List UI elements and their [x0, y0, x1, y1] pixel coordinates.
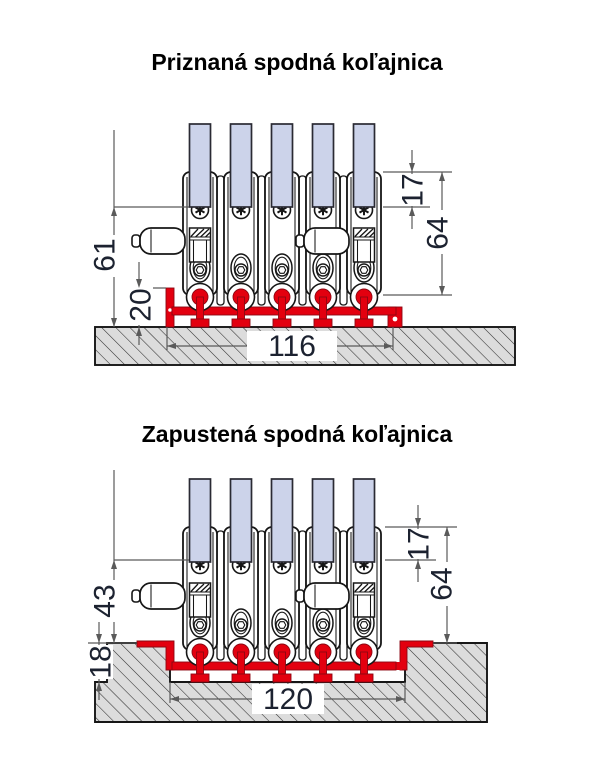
- diagram-title: Priznaná spodná koľajnica: [151, 49, 443, 75]
- dimensions: 43 18 17 64 120: [85, 470, 460, 716]
- dim-floor-to-glass: 61: [89, 238, 122, 271]
- dim-rail-width: 120: [263, 683, 313, 716]
- diagram-recessed-bottom-rail: Zapustená spodná koľajnica: [85, 421, 488, 723]
- dim-rail-width: 116: [268, 330, 316, 363]
- dim-carrier-top-to-glass: 17: [397, 173, 430, 206]
- dim-carrier-height: 64: [422, 216, 455, 249]
- dim-carrier-height: 64: [426, 567, 459, 600]
- dim-floor-to-glass: 43: [89, 584, 122, 617]
- diagram-exposed-bottom-rail: Priznaná spodná koľajnica: [89, 49, 516, 366]
- dim-carrier-top-to-glass: 17: [403, 527, 436, 560]
- dim-recess-depth: 18: [85, 645, 118, 678]
- dim-rail-upstand: 20: [125, 288, 158, 321]
- diagram-title: Zapustená spodná koľajnica: [142, 421, 453, 447]
- dimensions: 61 20 17 64 116: [89, 130, 455, 363]
